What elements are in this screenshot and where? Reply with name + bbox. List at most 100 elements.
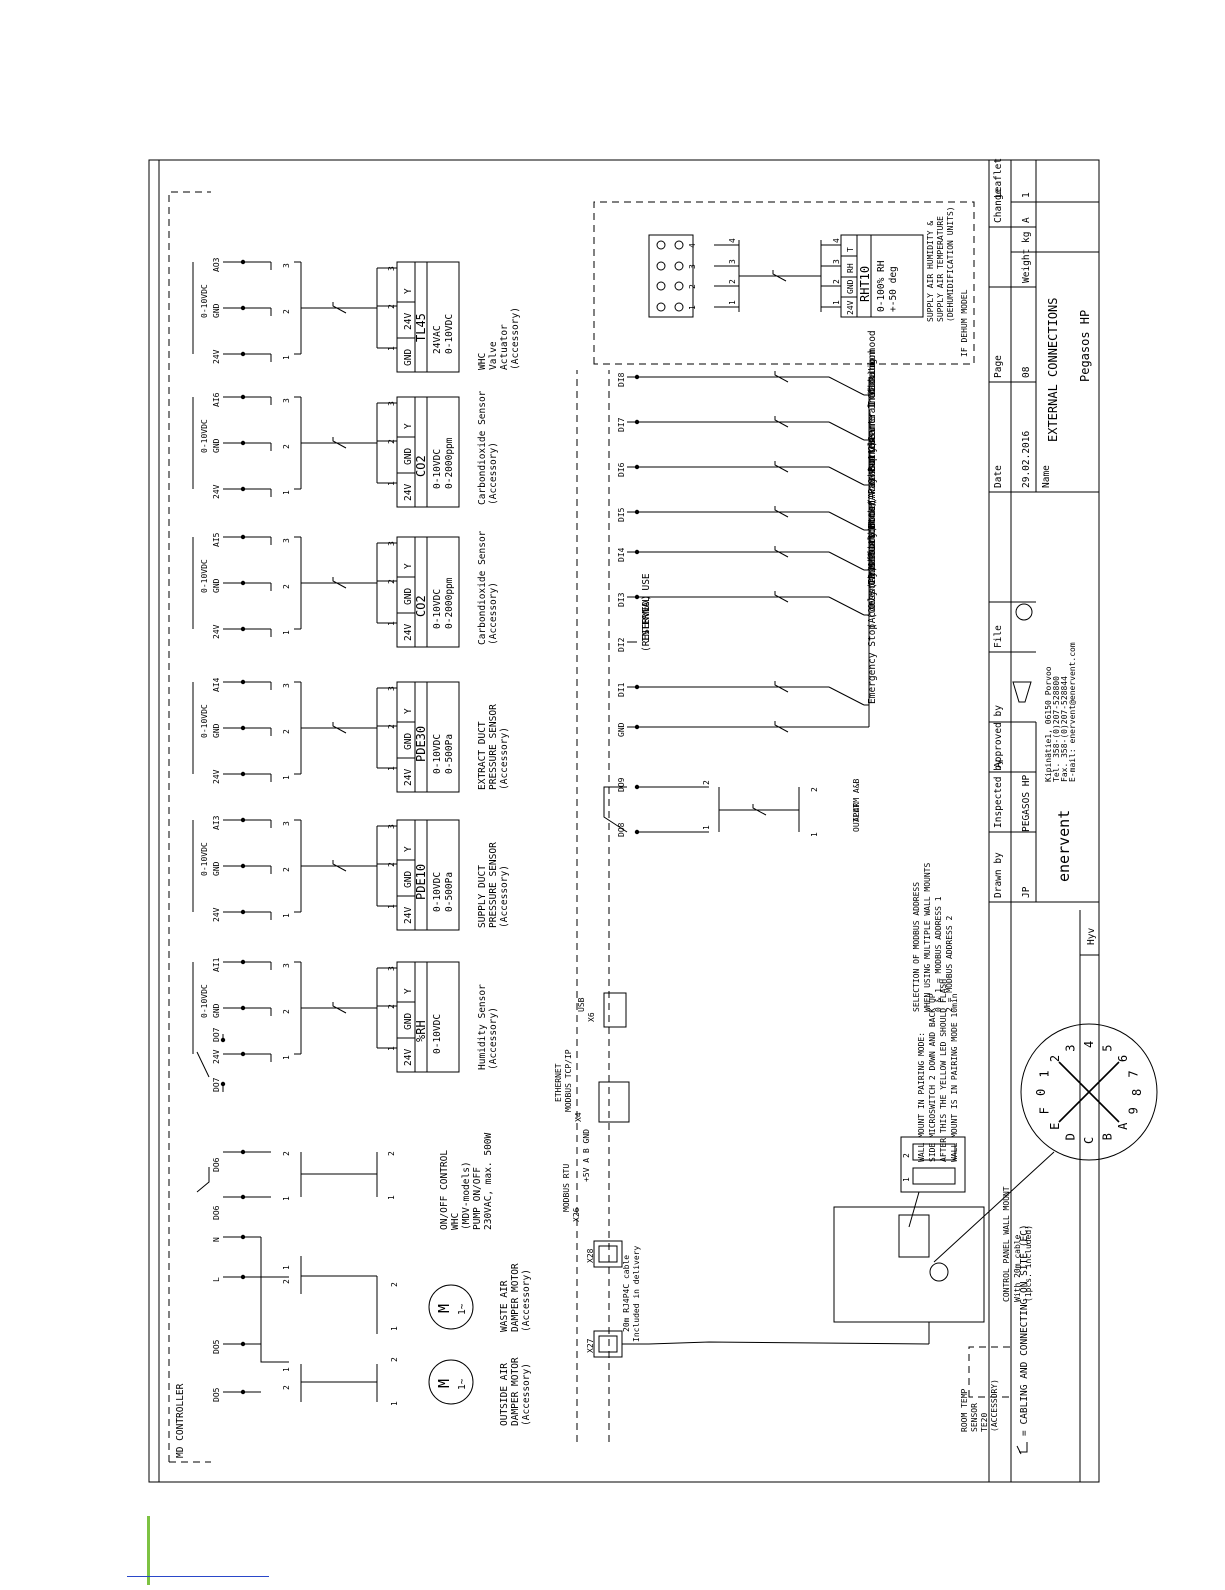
terminal-label: DO5 — [212, 1387, 221, 1402]
device-terminal: GND — [403, 871, 414, 888]
device-description: Humidity Sensor — [477, 984, 488, 1070]
ec-mark — [774, 681, 789, 693]
dial-digit: 5 — [1100, 1044, 1114, 1051]
dip-switch-number: 2 — [902, 1153, 911, 1158]
title-block-frame — [988, 159, 1100, 1483]
di-description: Pushbutton — [867, 437, 878, 494]
di-description: (Only In Office Mode) — [867, 499, 878, 619]
ec-mark — [332, 722, 347, 734]
di-description: Central Vaccum — [867, 362, 878, 442]
terminal-label: 24V — [212, 769, 221, 784]
address-note: 0 & 1 = MODBUS ADDRESS 1 — [934, 896, 943, 1012]
address-dial-magnified — [1020, 1023, 1158, 1161]
di-terminal: DI6 — [617, 462, 626, 477]
terminal-label: AI5 — [212, 532, 221, 547]
company-address: Kipinätie1, 06150 Porvoo — [1044, 666, 1053, 782]
device-pin-number: 2 — [387, 439, 396, 444]
di-description: Home/Away Button — [867, 437, 878, 529]
device-box — [396, 681, 460, 793]
dial-digit: 3 — [1064, 1044, 1078, 1051]
device-model: CO2 — [414, 595, 428, 617]
revision-label: Hyv — [1086, 928, 1097, 945]
motor-pin: 1 — [390, 1401, 399, 1406]
motor-pin: 1 — [390, 1326, 399, 1331]
rj-cable — [622, 1341, 930, 1345]
outside-air-motor — [428, 1359, 474, 1405]
ethernet-label: ETHERNET — [554, 1063, 563, 1102]
di-terminal: DI7 — [617, 417, 626, 432]
rht-terminal: RH — [846, 263, 855, 273]
di-description: Cooking hood — [867, 330, 878, 399]
device-description: PRESSURE SENSOR — [488, 842, 499, 928]
device-spec: 0-10VDC — [432, 872, 443, 912]
page-value: 08 — [1021, 366, 1032, 378]
room-sensor-label: (ACCESSORY) — [990, 1379, 999, 1432]
legend-text: = CABLING AND CONNECTING ON SITE (EC) — [1019, 1224, 1030, 1436]
device-description: (Accessory) — [488, 1007, 499, 1070]
relay-contact — [196, 1167, 210, 1193]
internal-use-label: (RESERVED) — [641, 595, 652, 652]
terminal-label: GND — [212, 303, 221, 318]
usb-label: USB — [577, 997, 586, 1012]
address-dial-small — [929, 1262, 949, 1282]
approved-by-label: Approved by — [993, 705, 1004, 768]
rj-port-inner — [598, 1245, 618, 1263]
rj-port-label: X28 — [586, 1248, 595, 1263]
relay-description: PUMP ON/OFF — [472, 1167, 483, 1230]
wire-number: 1 — [282, 630, 291, 635]
device-terminal: 24V — [403, 624, 414, 641]
alarm-out-number: 1 — [810, 832, 819, 837]
product-name: Pegasos HP — [1078, 310, 1092, 382]
damper-description: (Accessory) — [521, 1269, 532, 1332]
device-terminal: 24V — [403, 907, 414, 924]
panel-description: (1pcs. included) — [1024, 1225, 1033, 1302]
switch-contact — [828, 686, 865, 706]
rht-spec: 0-100% RH — [876, 260, 887, 312]
change-label: Change — [993, 188, 1004, 223]
device-spec: 0-10VDC — [432, 449, 443, 489]
motor-symbol: M — [435, 1304, 453, 1313]
device-pin-number: 1 — [387, 904, 396, 909]
device-pin-number: 2 — [387, 1004, 396, 1009]
ec-mark — [332, 1002, 347, 1014]
pairing-note: WALL MOUNT IN PAIRING MODE: — [917, 1032, 926, 1162]
rht-terminal: T — [846, 247, 855, 252]
device-description: Actuator — [499, 324, 510, 370]
di-description: (Accessory) — [867, 526, 878, 589]
device-spec: 0-10VDC — [444, 314, 455, 354]
wire-number: 2 — [282, 584, 291, 589]
device-spec: 0-500Pa — [444, 734, 455, 774]
signal-label: 0-10VDC — [200, 704, 209, 738]
rht-note: SUPPLY AIR HUMIDITY & — [926, 221, 935, 322]
dial-digit: 9 — [1126, 1107, 1140, 1114]
device-pin-number: 3 — [387, 266, 396, 271]
dial-leader — [933, 1151, 1055, 1263]
junction-dot — [220, 1081, 226, 1087]
signal-label: 0-10VDC — [200, 984, 209, 1018]
dip-switch — [912, 1143, 956, 1161]
device-terminal: GND — [403, 733, 414, 750]
rht-note: (DEHUMIDIFICATION UNITS) — [946, 206, 955, 322]
rht-wire-number: 1 — [728, 300, 737, 305]
terminal-label: L — [212, 1277, 221, 1282]
device-pin-number: 2 — [387, 579, 396, 584]
internal-use-label: INTERNAL USE — [641, 573, 652, 642]
device-terminal: GND — [403, 588, 414, 605]
device-pin-number: 3 — [387, 824, 396, 829]
switch-contact — [828, 596, 865, 616]
wire-number: 1 — [282, 913, 291, 918]
terminal-label: N — [212, 1237, 221, 1242]
ethernet-label: X4 — [574, 1112, 583, 1122]
modbus-pins: +5V A B GND — [582, 1129, 591, 1182]
device-description: (Accessory) — [510, 307, 521, 370]
device-pin-number: 1 — [387, 766, 396, 771]
terminal-label: GND — [212, 438, 221, 453]
wire-number: 3 — [282, 538, 291, 543]
alarm-contact — [603, 786, 628, 833]
rht10-box — [840, 234, 924, 318]
signal-label: 0-10VDC — [200, 559, 209, 593]
company-address: Fax. 358-(0)207-528844 — [1060, 676, 1069, 782]
